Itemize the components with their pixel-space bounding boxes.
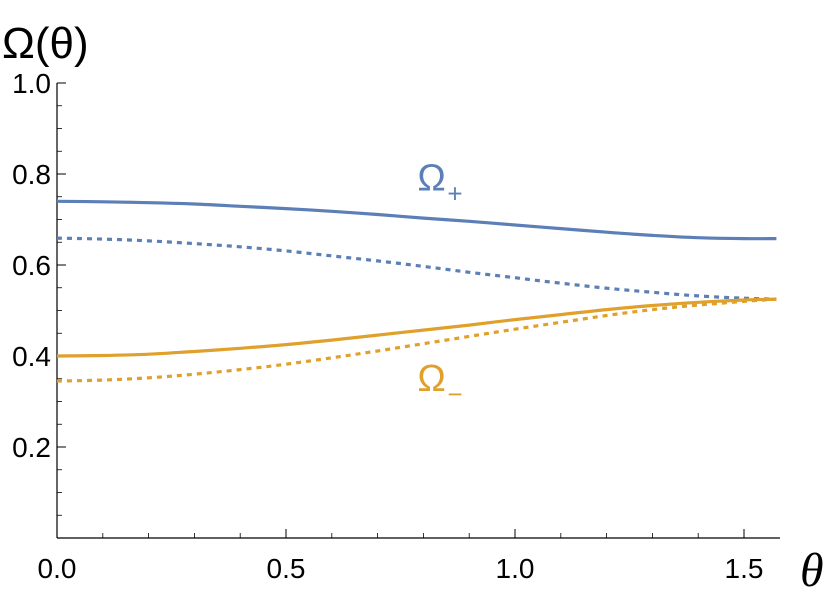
y-axis-title: Ω(θ) [2, 19, 89, 68]
series-line-omega_minus_dotted [56, 297, 777, 383]
label-omega_minus: Ω [417, 358, 445, 400]
series-line-omega_plus [56, 199, 777, 241]
y-tick-label: 0.8 [12, 159, 51, 190]
series-line-omega_minus [56, 297, 777, 358]
x-axis-title: θ [800, 544, 824, 591]
labels: Ω+Ω− [417, 158, 462, 409]
label-omega_minus-subscript: − [447, 379, 462, 409]
y-tick-label: 0.4 [12, 341, 51, 372]
axes [56, 83, 780, 539]
series-line-omega_plus_dotted [56, 236, 777, 301]
x-tick-label: 1.0 [496, 553, 535, 584]
x-tick-label: 0.5 [267, 553, 306, 584]
y-tick-label: 0.6 [12, 250, 51, 281]
ticks: 0.0 0.5 1.0 1.5 0.2 0.4 0.6 0.8 1.0 [12, 68, 763, 584]
series-lines [56, 199, 777, 383]
y-tick-label: 0.2 [12, 432, 51, 463]
x-tick-label: 1.5 [725, 553, 764, 584]
x-tick-label: 0.0 [38, 553, 77, 584]
label-omega_plus-subscript: + [447, 179, 462, 209]
y-tick-label: 1.0 [12, 68, 51, 99]
label-omega_plus: Ω [417, 158, 445, 200]
